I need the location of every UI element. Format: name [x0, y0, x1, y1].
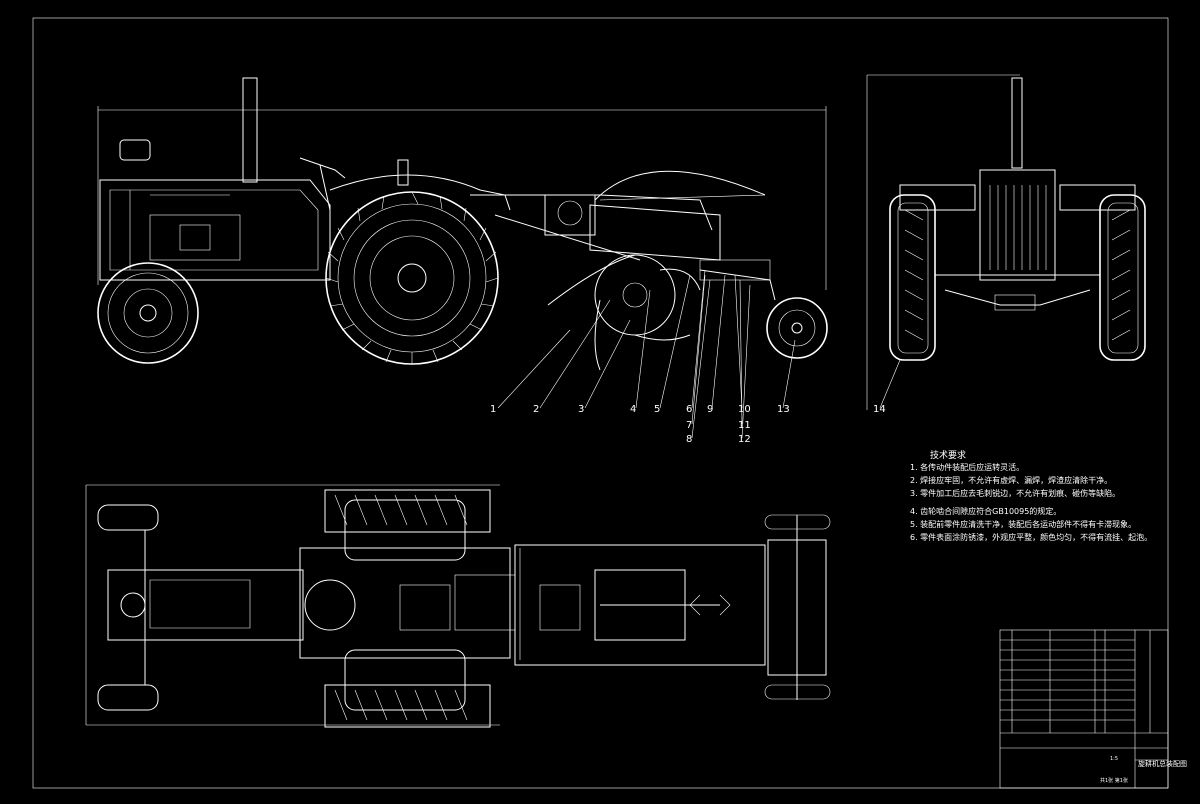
side-view: [97, 77, 828, 371]
note-3: 3. 零件加工后应去毛刺锐边，不允许有划痕、碰伤等缺陷。: [910, 488, 1120, 498]
notes-title: 技术要求: [930, 449, 966, 461]
technical-requirements: 技术要求 1. 各传动件装配后应运转灵活。 2. 焊接应牢固，不允许有虚焊、漏焊…: [910, 449, 1152, 542]
callout-labels: 1 2 3 4 5 6 7 8 9 10 11 12 13 14: [490, 404, 886, 445]
callout-leaders: [497, 269, 901, 439]
callout-1: 1: [490, 404, 496, 415]
callout-9: 9: [707, 404, 713, 415]
callout-10: 10: [738, 404, 751, 415]
callout-3: 3: [578, 404, 584, 415]
note-6: 6. 零件表面涂防锈漆，外观应平整，颜色均匀，不得有流挂、起泡。: [910, 532, 1152, 542]
front-view: [866, 74, 1146, 410]
callout-4: 4: [630, 404, 636, 415]
callout-2: 2: [533, 404, 539, 415]
outer-border: [32, 17, 1169, 789]
callout-13: 13: [777, 404, 790, 415]
note-1: 1. 各传动件装配后应运转灵活。: [910, 462, 1024, 472]
title-block: 旋耕机总装配图 1:5 共1张 第1张: [999, 629, 1187, 789]
callout-12: 12: [738, 434, 751, 445]
callout-6: 6: [686, 404, 692, 415]
note-2: 2. 焊接应牢固，不允许有虚焊、漏焊，焊渣应清除干净。: [910, 475, 1112, 485]
sheet-number: 共1张 第1张: [1100, 777, 1128, 784]
callout-8: 8: [686, 434, 692, 445]
note-4: 4. 齿轮啮合间隙应符合GB10095的规定。: [910, 506, 1061, 516]
top-view: [85, 484, 831, 728]
note-5: 5. 装配前零件应清洗干净，装配后各运动部件不得有卡滞现象。: [910, 519, 1136, 529]
callout-11: 11: [738, 420, 751, 431]
drawing-scale: 1:5: [1110, 756, 1118, 762]
drawing-name: 旋耕机总装配图: [1138, 759, 1187, 768]
callout-5: 5: [654, 404, 660, 415]
callout-7: 7: [686, 420, 692, 431]
callout-14: 14: [873, 404, 886, 415]
